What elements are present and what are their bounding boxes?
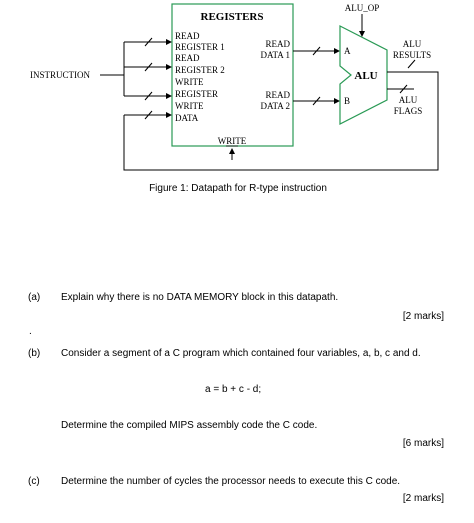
reg-input-label-3: READ xyxy=(175,53,200,63)
figure-caption: Figure 1: Datapath for R-type instructio… xyxy=(149,183,327,194)
question-b-marks: [6 marks] xyxy=(402,438,444,449)
reg-input-label-2: REGISTER 1 xyxy=(175,42,225,52)
feedback-loop xyxy=(123,71,439,171)
question-b-instruction: Determine the compiled MIPS assembly cod… xyxy=(61,420,318,431)
question-b-expression: a = b + c - d; xyxy=(205,384,262,395)
read-data-1-label-b: DATA 1 xyxy=(260,50,290,60)
question-b-label: (b) xyxy=(28,348,41,359)
alu-block xyxy=(339,25,388,125)
alu-label: ALU xyxy=(354,70,377,82)
reg-input-label-8: DATA xyxy=(175,113,199,123)
question-c-marks: [2 marks] xyxy=(402,493,444,504)
question-a-marks: [2 marks] xyxy=(402,311,444,322)
registers-title: REGISTERS xyxy=(201,11,264,23)
reg-input-label-4: REGISTER 2 xyxy=(175,65,225,75)
alu-results-label-a: ALU xyxy=(403,39,422,49)
question-c-label: (c) xyxy=(28,476,40,487)
write-label: WRITE xyxy=(218,136,247,146)
alu-flags-label-b: FLAGS xyxy=(394,106,423,116)
datapath-figure: REGISTERS READ REGISTER 1 READ REGISTER … xyxy=(30,3,439,194)
question-c-text: Determine the number of cycles the proce… xyxy=(61,476,401,487)
read-data-2-label-a: READ xyxy=(266,90,291,100)
alu-input-a: A xyxy=(344,46,351,56)
question-a-label: (a) xyxy=(28,292,41,303)
question-a-text: Explain why there is no DATA MEMORY bloc… xyxy=(61,292,339,303)
read-data-1-label-a: READ xyxy=(266,39,291,49)
reg-input-label-1: READ xyxy=(175,31,200,41)
stray-mark: . xyxy=(29,326,32,337)
alu-op-label: ALU_OP xyxy=(345,3,380,13)
instruction-label: INSTRUCTION xyxy=(30,70,90,80)
question-b-text: Consider a segment of a C program which … xyxy=(61,348,421,359)
reg-input-label-5: WRITE xyxy=(175,77,204,87)
reg-input-label-6: REGISTER xyxy=(175,89,218,99)
reg-input-label-7: WRITE xyxy=(175,101,204,111)
register-file-block xyxy=(171,3,294,147)
alu-flags-label-a: ALU xyxy=(399,95,418,105)
alu-input-b: B xyxy=(344,96,350,106)
alu-results-label-b: RESULTS xyxy=(393,50,431,60)
read-data-2-label-b: DATA 2 xyxy=(260,101,290,111)
